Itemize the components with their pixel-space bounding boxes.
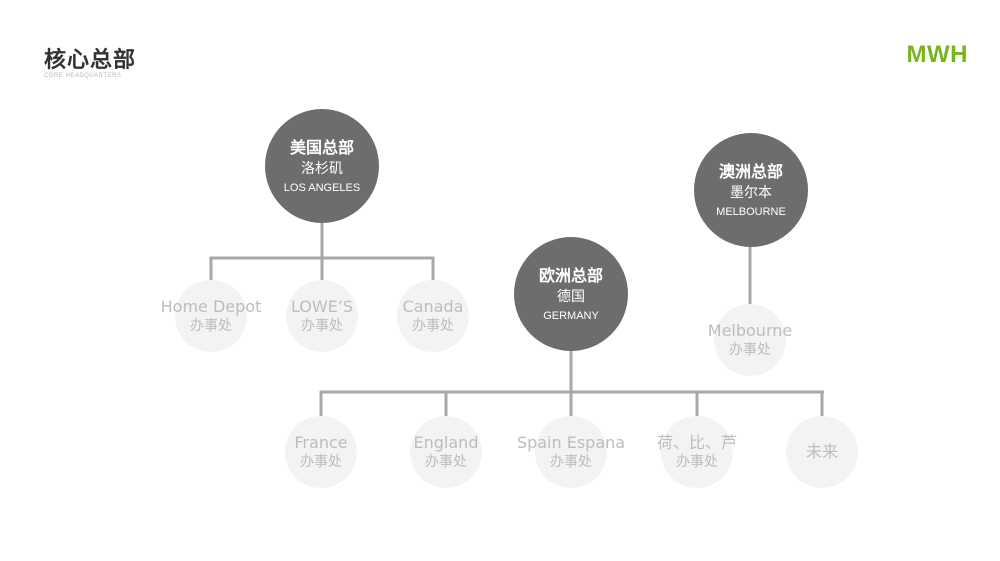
hq-australia: 澳洲总部 墨尔本 MELBOURNE xyxy=(694,133,808,247)
office-name: England xyxy=(413,433,479,452)
office-name: Home Depot xyxy=(160,297,262,316)
office-type: 办事处 xyxy=(425,454,467,470)
office-type: 办事处 xyxy=(550,454,592,470)
office-lowes: LOWE’S 办事处 xyxy=(286,280,358,352)
hq-usa-title: 美国总部 xyxy=(289,137,354,157)
office-type: 办事处 xyxy=(301,318,343,334)
hq-australia-title: 澳洲总部 xyxy=(718,161,783,181)
office-name: 未来 xyxy=(805,442,838,461)
office-future: 未来 xyxy=(786,416,858,488)
hq-europe-city: 德国 xyxy=(557,288,585,305)
office-type: 办事处 xyxy=(300,454,342,470)
hq-usa-city-en: LOS ANGELES xyxy=(283,181,361,194)
page-title: 核心总部 xyxy=(44,48,137,73)
hq-australia-city: 墨尔本 xyxy=(730,184,772,201)
office-name: France xyxy=(294,433,348,452)
office-spain: Spain Espana 办事处 xyxy=(517,416,625,488)
office-type: 办事处 xyxy=(676,454,718,470)
hq-usa-city: 洛杉矶 xyxy=(301,160,343,177)
hq-australia-city-en: MELBOURNE xyxy=(716,205,786,218)
office-name: Canada xyxy=(402,297,464,316)
office-name: Spain Espana xyxy=(516,433,626,452)
office-melbourne: Melbourne 办事处 xyxy=(708,304,792,376)
hq-europe-title: 欧洲总部 xyxy=(538,265,603,285)
office-type: 办事处 xyxy=(729,342,771,358)
office-home-depot: Home Depot 办事处 xyxy=(161,280,261,352)
hq-europe-city-en: GERMANY xyxy=(543,309,599,322)
office-name: LOWE’S xyxy=(290,297,354,316)
page-subtitle: CORE HEADQUARTERS xyxy=(44,73,122,79)
office-name: Melbourne xyxy=(707,321,793,340)
office-france: France 办事处 xyxy=(285,416,357,488)
office-benelux: 荷、比、芦 办事处 xyxy=(657,416,737,488)
office-type: 办事处 xyxy=(190,318,232,334)
office-type: 办事处 xyxy=(412,318,454,334)
office-canada: Canada 办事处 xyxy=(397,280,469,352)
hq-usa: 美国总部 洛杉矶 LOS ANGELES xyxy=(265,109,379,223)
office-england: England 办事处 xyxy=(410,416,482,488)
mwh-logo: MWH xyxy=(906,41,968,68)
hq-europe: 欧洲总部 德国 GERMANY xyxy=(514,237,628,351)
office-name: 荷、比、芦 xyxy=(657,433,738,452)
